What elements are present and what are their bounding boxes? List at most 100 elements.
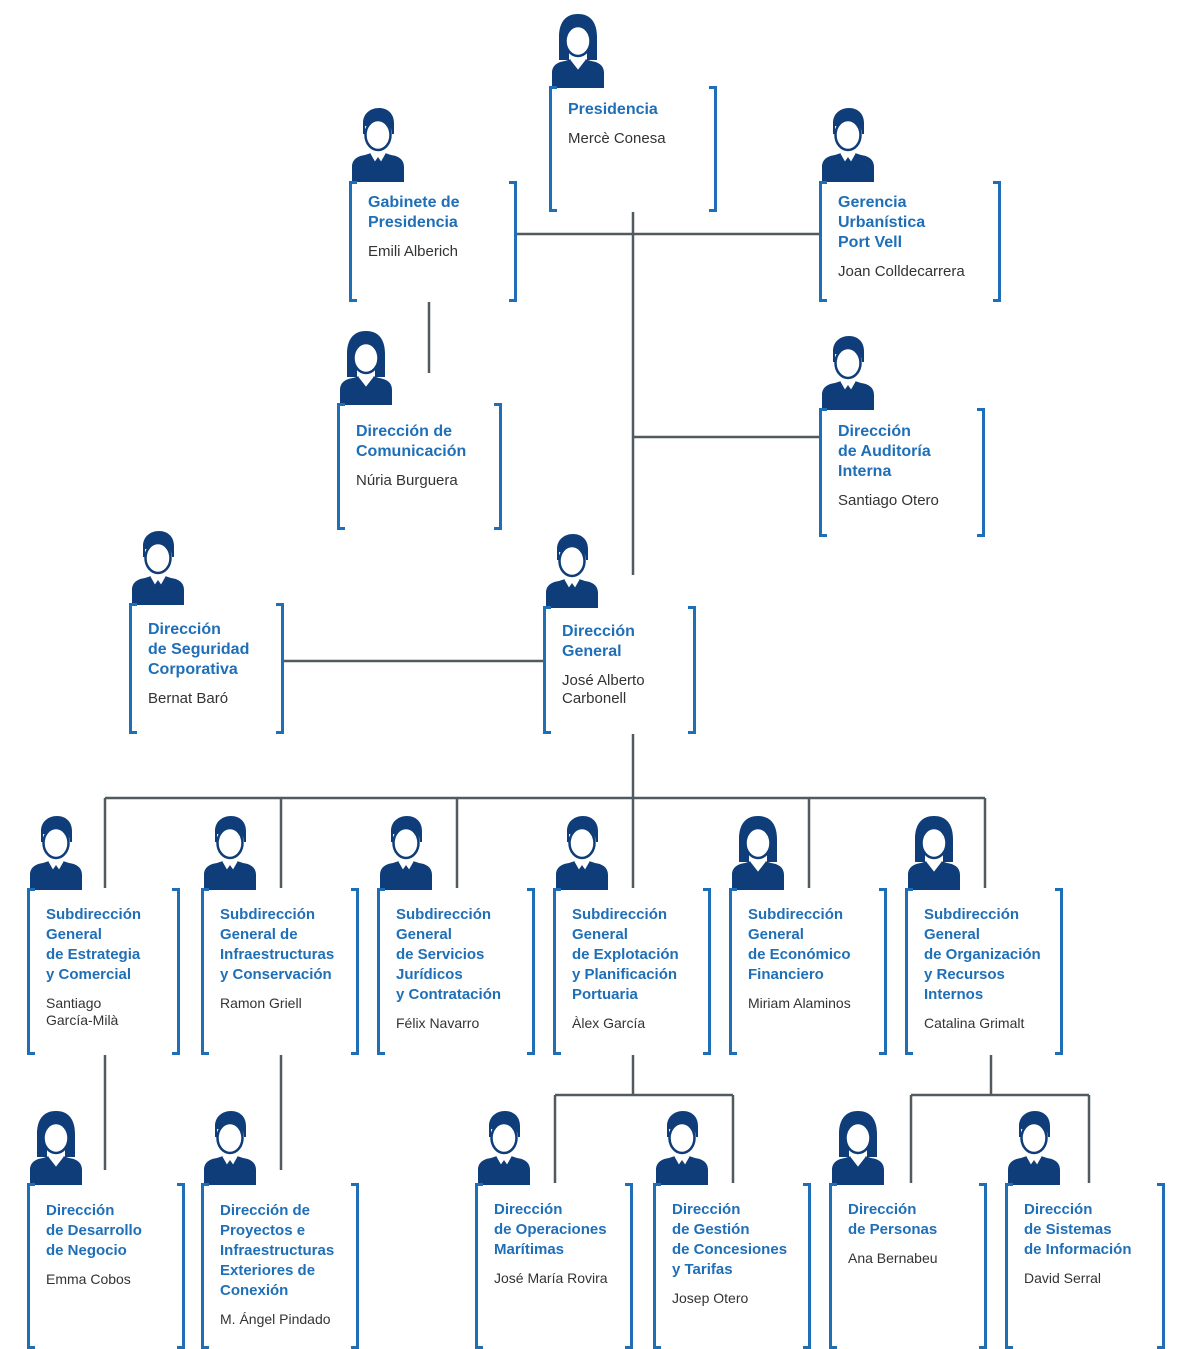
male-avatar-icon [1004, 1107, 1064, 1185]
bracket-right [703, 888, 711, 1055]
org-node-d4: Dirección de Gestión de Concesiones y Ta… [653, 1183, 811, 1349]
org-node-sg4: Subdirección General de Explotación y Pl… [553, 888, 711, 1055]
male-avatar-icon [818, 332, 878, 410]
node-person: Catalina Grimalt [924, 1015, 1025, 1031]
bracket-left [905, 888, 913, 1055]
female-avatar-icon [904, 812, 964, 890]
bracket-left [27, 1183, 35, 1349]
node-title: Dirección de Desarrollo de Negocio [46, 1202, 142, 1259]
male-avatar-icon [26, 812, 86, 890]
bracket-left [349, 181, 357, 302]
node-title: Presidencia [568, 101, 658, 118]
bracket-left [829, 1183, 837, 1349]
bracket-left [819, 181, 827, 302]
node-person: Mercè Conesa [568, 130, 666, 147]
node-person: José Alberto Carbonell [562, 672, 645, 707]
node-person: Emma Cobos [46, 1271, 131, 1287]
node-title: Subdirección General de Estrategia y Com… [46, 906, 142, 983]
node-person: Núria Burguera [356, 472, 458, 489]
node-title: Dirección de Seguridad Corporativa [148, 621, 250, 678]
node-person: Miriam Alaminos [748, 995, 851, 1011]
bracket-left [475, 1183, 483, 1349]
bracket-left [201, 1183, 209, 1349]
org-node-sg5: Subdirección General de Económico Financ… [729, 888, 887, 1055]
node-title: Subdirección General de Servicios Jurídi… [396, 906, 502, 1003]
bracket-left [819, 408, 827, 537]
bracket-left [653, 1183, 661, 1349]
node-person: Santiago Otero [838, 492, 939, 509]
node-person: Félix Navarro [396, 1015, 480, 1031]
male-avatar-icon [348, 104, 408, 182]
bracket-right [527, 888, 535, 1055]
bracket-right [625, 1183, 633, 1349]
bracket-right [979, 1183, 987, 1349]
node-person: Joan Colldecarrera [838, 263, 965, 280]
male-avatar-icon [818, 104, 878, 182]
node-title: Dirección General [562, 623, 635, 660]
node-title: Gabinete de Presidencia [368, 194, 460, 231]
node-person: David Serral [1024, 1270, 1102, 1286]
node-person: Àlex García [572, 1015, 646, 1031]
bracket-right [993, 181, 1001, 302]
node-person: Santiago García-Milà [46, 995, 119, 1028]
org-node-sg2: Subdirección General de Infraestructuras… [201, 888, 359, 1055]
male-avatar-icon [200, 1107, 260, 1185]
male-avatar-icon [128, 527, 188, 605]
female-avatar-icon [728, 812, 788, 890]
node-title: Dirección de Sistemas de Información [1024, 1201, 1132, 1258]
bracket-left [27, 888, 35, 1055]
org-node-sg1: Subdirección General de Estrategia y Com… [27, 888, 180, 1055]
bracket-right [276, 603, 284, 734]
female-avatar-icon [548, 10, 608, 88]
node-title: Dirección de Personas [848, 1201, 938, 1238]
bracket-left [337, 403, 345, 530]
node-title: Subdirección General de Económico Financ… [748, 906, 851, 983]
bracket-right [803, 1183, 811, 1349]
org-node-sg3: Subdirección General de Servicios Jurídi… [377, 888, 535, 1055]
node-title: Subdirección General de Organización y R… [924, 906, 1041, 1003]
bracket-left [553, 888, 561, 1055]
male-avatar-icon [542, 530, 602, 608]
female-avatar-icon [828, 1107, 888, 1185]
node-person: Ramon Griell [220, 995, 302, 1011]
node-person: Bernat Baró [148, 690, 229, 707]
bracket-right [351, 1183, 359, 1349]
node-title: Dirección de Auditoría Interna [838, 423, 931, 480]
node-person: Emili Alberich [368, 243, 459, 260]
node-title: Subdirección General de Explotación y Pl… [572, 906, 679, 1003]
node-person: Ana Bernabeu [848, 1250, 938, 1266]
bracket-left [377, 888, 385, 1055]
bracket-right [688, 606, 696, 734]
male-avatar-icon [652, 1107, 712, 1185]
bracket-left [129, 603, 137, 734]
bracket-right [351, 888, 359, 1055]
node-person: M. Ángel Pindado [220, 1311, 331, 1327]
bracket-right [1055, 888, 1063, 1055]
bracket-left [1005, 1183, 1013, 1349]
org-node-d2: Dirección de Proyectos e Infraestructura… [201, 1183, 359, 1349]
bracket-right [977, 408, 985, 537]
bracket-left [543, 606, 551, 734]
node-title: Dirección de Comunicación [356, 423, 467, 460]
node-person: José María Rovira [494, 1270, 608, 1286]
node-title: Subdirección General de Infraestructuras… [220, 906, 335, 983]
bracket-right [1157, 1183, 1165, 1349]
bracket-right [709, 86, 717, 212]
male-avatar-icon [474, 1107, 534, 1185]
bracket-right [879, 888, 887, 1055]
bracket-right [509, 181, 517, 302]
node-title: Dirección de Operaciones Marítimas [494, 1201, 607, 1258]
node-person: Josep Otero [672, 1290, 749, 1306]
